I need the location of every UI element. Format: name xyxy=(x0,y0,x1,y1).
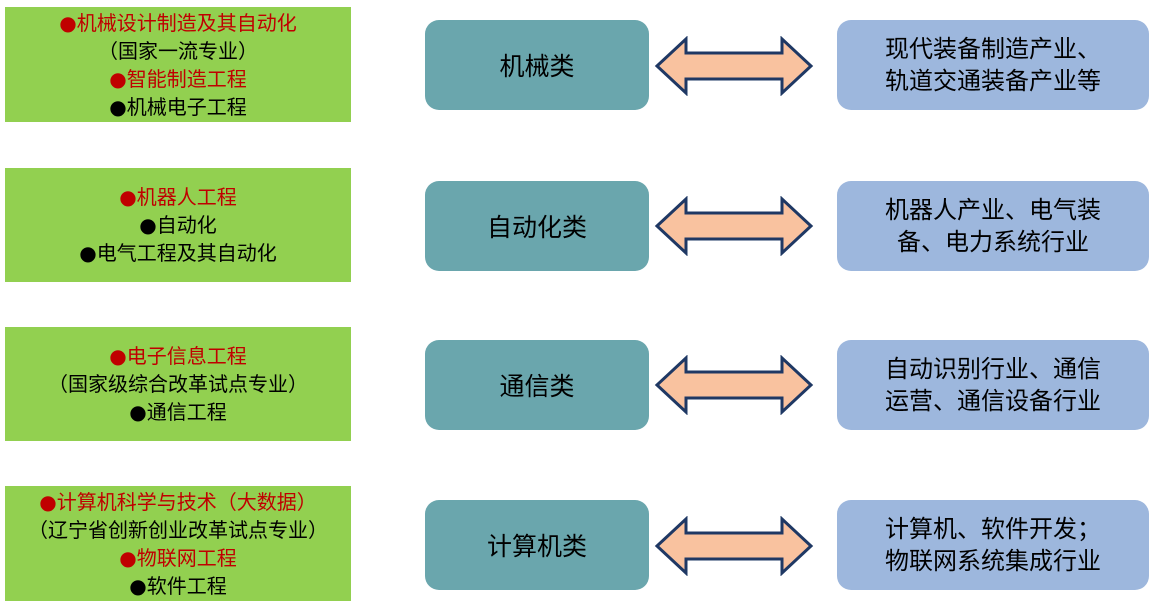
major-line: 电子信息工程 xyxy=(109,342,247,370)
major-line: （国家一流专业） xyxy=(98,38,258,63)
majors-box-mechanical: 机械设计制造及其自动化 （国家一流专业） 智能制造工程 机械电子工程 xyxy=(5,7,351,122)
industry-line: 轨道交通装备产业等 xyxy=(885,67,1101,95)
category-label: 机械类 xyxy=(499,52,575,81)
industry-box-automation: 机器人产业、电气装 备、电力系统行业 xyxy=(837,181,1149,271)
industry-box-computer: 计算机、软件开发； 物联网系统集成行业 xyxy=(837,500,1149,590)
category-label: 通信类 xyxy=(499,372,575,401)
major-line: 机器人工程 xyxy=(119,183,237,211)
industry-box-mechanical: 现代装备制造产业、 轨道交通装备产业等 xyxy=(837,20,1149,110)
major-line: 软件工程 xyxy=(129,572,227,600)
major-line: （国家级综合改革试点专业） xyxy=(48,372,308,396)
major-line: 自动化 xyxy=(139,211,217,239)
double-arrow-icon xyxy=(654,516,814,576)
category-box-mechanical: 机械类 xyxy=(425,20,649,110)
category-box-computer: 计算机类 xyxy=(425,500,649,590)
row-communication: 电子信息工程 （国家级综合改革试点专业） 通信工程 通信类 自动识别行业、通信 … xyxy=(0,326,1153,446)
category-box-communication: 通信类 xyxy=(425,340,649,430)
major-line: 物联网工程 xyxy=(119,544,237,572)
row-automation: 机器人工程 自动化 电气工程及其自动化 自动化类 机器人产业、电气装 备、电力系… xyxy=(0,166,1153,286)
major-line: 通信工程 xyxy=(129,398,227,426)
industry-box-communication: 自动识别行业、通信 运营、通信设备行业 xyxy=(837,340,1149,430)
row-computer: 计算机科学与技术（大数据） （辽宁省创新创业改革试点专业） 物联网工程 软件工程… xyxy=(0,486,1153,606)
majors-box-computer: 计算机科学与技术（大数据） （辽宁省创新创业改革试点专业） 物联网工程 软件工程 xyxy=(5,486,351,601)
major-line: 智能制造工程 xyxy=(109,65,247,93)
double-arrow-icon xyxy=(654,36,814,96)
industry-line: 物联网系统集成行业 xyxy=(885,547,1101,575)
major-line: 机械设计制造及其自动化 xyxy=(59,9,297,37)
major-line: 机械电子工程 xyxy=(109,93,247,121)
industry-line: 备、电力系统行业 xyxy=(897,228,1089,256)
double-arrow-icon xyxy=(654,196,814,256)
industry-line: 自动识别行业、通信 xyxy=(885,355,1101,383)
industry-line: 计算机、软件开发； xyxy=(885,515,1101,543)
majors-box-automation: 机器人工程 自动化 电气工程及其自动化 xyxy=(5,168,351,282)
category-label: 计算机类 xyxy=(486,532,587,561)
category-label: 自动化类 xyxy=(486,213,587,242)
industry-line: 机器人产业、电气装 xyxy=(885,196,1101,224)
industry-line: 现代装备制造产业、 xyxy=(885,35,1101,63)
row-mechanical: 机械设计制造及其自动化 （国家一流专业） 智能制造工程 机械电子工程 机械类 现… xyxy=(0,6,1153,126)
industry-line: 运营、通信设备行业 xyxy=(885,387,1101,415)
category-box-automation: 自动化类 xyxy=(425,181,649,271)
major-line: 电气工程及其自动化 xyxy=(79,239,277,267)
major-line: 计算机科学与技术（大数据） xyxy=(39,488,317,516)
major-line: （辽宁省创新创业改革试点专业） xyxy=(28,517,328,542)
double-arrow-icon xyxy=(654,355,814,415)
majors-box-communication: 电子信息工程 （国家级综合改革试点专业） 通信工程 xyxy=(5,327,351,441)
